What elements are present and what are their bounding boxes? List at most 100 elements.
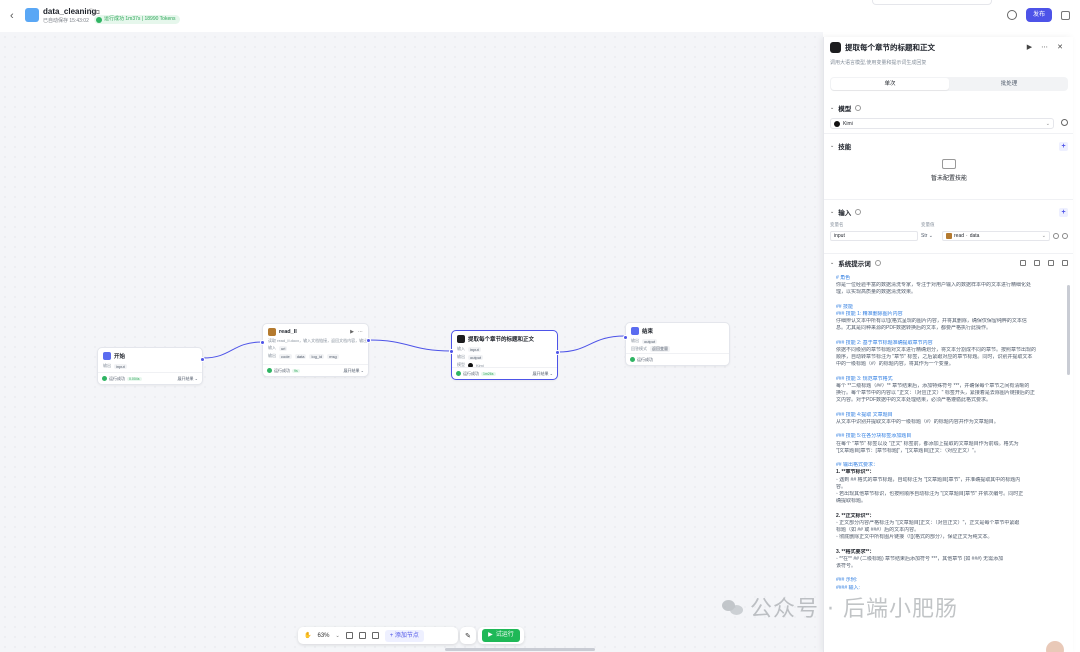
node-start[interactable]: 开始 输出 input 运行成功 0.004s 展开结果 ⌄	[97, 347, 205, 385]
output-port[interactable]	[200, 357, 205, 362]
node-end[interactable]: 结束 输出 output 回答模式 返回变量 运行成功	[623, 322, 730, 366]
prompt-line	[836, 505, 1062, 512]
plugin-icon	[946, 233, 952, 239]
input-var: url	[279, 345, 288, 351]
library-icon[interactable]	[1020, 260, 1026, 266]
input-var: input	[468, 346, 481, 352]
edge-read-llm	[368, 339, 452, 352]
chevron-down-icon[interactable]: ⌄	[830, 105, 835, 111]
layout-icon[interactable]	[358, 632, 366, 639]
fullscreen-icon[interactable]	[1061, 10, 1070, 20]
success-icon	[96, 16, 102, 23]
run-status: 运行成功	[109, 375, 125, 381]
model-select[interactable]: Kimi ⌄	[830, 118, 1054, 129]
tool-button[interactable]: ✎	[460, 627, 476, 644]
output-port[interactable]	[366, 338, 371, 343]
zoom-level[interactable]: 63%	[317, 632, 330, 639]
run-status: 运行成功	[463, 370, 479, 376]
prompt-line: ### 技能 1: 精准删除图片内容	[836, 311, 903, 317]
workflow-title: data_cleaning	[43, 7, 97, 16]
tab-single[interactable]: 单次	[831, 78, 949, 90]
history-icon[interactable]	[1006, 10, 1017, 20]
chevron-down-icon[interactable]: ⌄	[830, 143, 835, 149]
edit-info-icon[interactable]: ⓘ ⧉	[88, 10, 100, 16]
output-var: data	[294, 353, 307, 359]
chevron-down-icon[interactable]: ⌄	[830, 209, 835, 215]
output-label: 输出	[631, 338, 639, 343]
success-icon	[456, 371, 461, 376]
settings-icon[interactable]	[1053, 233, 1059, 239]
node-llm[interactable]: 提取每个章节的标题和正文 输入 input 输出 output 模型 Kimi …	[449, 330, 560, 380]
minimap-icon[interactable]	[371, 632, 379, 639]
info-icon[interactable]	[855, 105, 862, 111]
input-value-select[interactable]: read · data ⌄	[942, 231, 1050, 241]
answer-mode: 返回变量	[650, 346, 670, 352]
back-icon[interactable]: ‹	[10, 10, 14, 22]
panel-scrollbar[interactable]	[1067, 285, 1070, 375]
prompt-line: 1. **章节标识**：	[836, 469, 875, 476]
run-status-text: 运行成功 1m37s | 18990 Tokens	[104, 16, 176, 22]
panel-subtitle: 调用大语言模型,使用变量和提示词生成回复	[830, 60, 927, 66]
col-name-label: 变量名	[830, 222, 844, 227]
hand-tool-icon[interactable]: ✋	[304, 633, 312, 639]
output-port[interactable]	[555, 350, 560, 355]
top-actions: 发布	[1006, 8, 1070, 22]
input-port[interactable]	[623, 335, 628, 340]
expand-result-button[interactable]: 展开结果 ⌄	[532, 370, 553, 376]
kimi-icon	[468, 362, 473, 368]
run-node-icon[interactable]: ▶	[350, 329, 354, 335]
model-name: Kimi	[476, 362, 484, 368]
magic-wand-icon[interactable]	[1062, 260, 1068, 266]
node-title: 结束	[642, 329, 654, 335]
input-port[interactable]	[260, 340, 265, 345]
prompt-line: ◦ **在** ## (二级标题) 章节结束后添加符号 ***，其他章节 (如 …	[836, 555, 1004, 562]
prompt-line: 在每个 "章节" 标签以及 "正文" 标签前，都添加上提取的文章题目作为前缀。格…	[836, 440, 1019, 447]
input-port[interactable]	[449, 349, 454, 354]
input-label: 输入	[457, 346, 465, 351]
wechat-logo-icon	[722, 598, 744, 616]
workflow-canvas[interactable]: 开始 输出 input 运行成功 0.004s 展开结果 ⌄ read_II ▶…	[0, 32, 823, 652]
horizontal-scrollbar[interactable]	[445, 648, 595, 651]
node-run-footer: 运行成功	[626, 353, 729, 365]
section-title: 输入	[838, 210, 852, 217]
prompt-line: #### 输入:	[836, 584, 860, 591]
top-bar: ‹ data_cleaning ⓘ ⧉ 已自动保存 15:43:02 运行成功 …	[0, 0, 1080, 32]
add-node-button[interactable]: + 添加节点	[384, 629, 424, 642]
prompt-line: 中的一级标题（#）的标题内容，将其作为一个变量。	[836, 361, 954, 368]
trial-run-button[interactable]: ▶ 试运行	[482, 629, 520, 642]
model-value: Kimi	[843, 120, 853, 127]
input-type-select[interactable]: Str ⌄	[921, 233, 933, 239]
source-node: read	[954, 233, 965, 239]
settings-icon[interactable]	[1061, 119, 1068, 126]
answer-mode-label: 回答模式	[631, 346, 647, 351]
empty-box-icon	[942, 159, 956, 169]
node-read[interactable]: read_II ▶⋯ 读取 read_II.docx，输入文档链接，返回文档内容…	[260, 323, 371, 377]
publish-button[interactable]: 发布	[1025, 8, 1052, 22]
chevron-down-icon[interactable]: ⌄	[335, 632, 340, 639]
close-icon[interactable]: ✕	[1057, 44, 1063, 51]
panel-title[interactable]: 提取每个章节的标题和正文	[845, 43, 935, 52]
skills-section: ⌄ 技能 + 暂未配置技能	[830, 141, 1068, 182]
comment-icon[interactable]	[345, 632, 353, 639]
expand-icon[interactable]	[1048, 260, 1054, 266]
add-skill-button[interactable]: +	[1059, 141, 1068, 151]
tab-batch[interactable]: 批处理	[1000, 81, 1018, 87]
run-node-icon[interactable]: ▶	[1026, 44, 1033, 51]
plugin-icon	[268, 328, 276, 336]
add-input-button[interactable]: +	[1059, 207, 1068, 217]
output-label: 输出	[268, 353, 276, 358]
prompt-line: 3. **格式要求**：	[836, 548, 875, 555]
trial-run-label: 试运行	[495, 632, 514, 638]
more-icon[interactable]: ⋯	[358, 329, 363, 335]
info-icon[interactable]	[855, 209, 862, 215]
input-name-field[interactable]: input	[830, 231, 918, 241]
remove-icon[interactable]	[1062, 233, 1068, 239]
chevron-down-icon[interactable]: ⌄	[830, 260, 835, 266]
expand-result-button[interactable]: 展开结果 ⌄	[343, 367, 364, 373]
more-icon[interactable]: ⋯	[1041, 44, 1049, 51]
info-icon[interactable]	[874, 260, 881, 266]
prompt-line: 你是一位经验丰富的数据清洗专家，专注于对用户输入的数据样本中的文本进行精细化处	[836, 282, 1032, 289]
system-prompt-editor[interactable]: # 角色你是一位经验丰富的数据清洗专家，专注于对用户输入的数据样本中的文本进行精…	[836, 275, 1062, 592]
expand-result-button[interactable]: 展开结果 ⌄	[177, 375, 198, 381]
optimize-icon[interactable]	[1034, 260, 1040, 266]
